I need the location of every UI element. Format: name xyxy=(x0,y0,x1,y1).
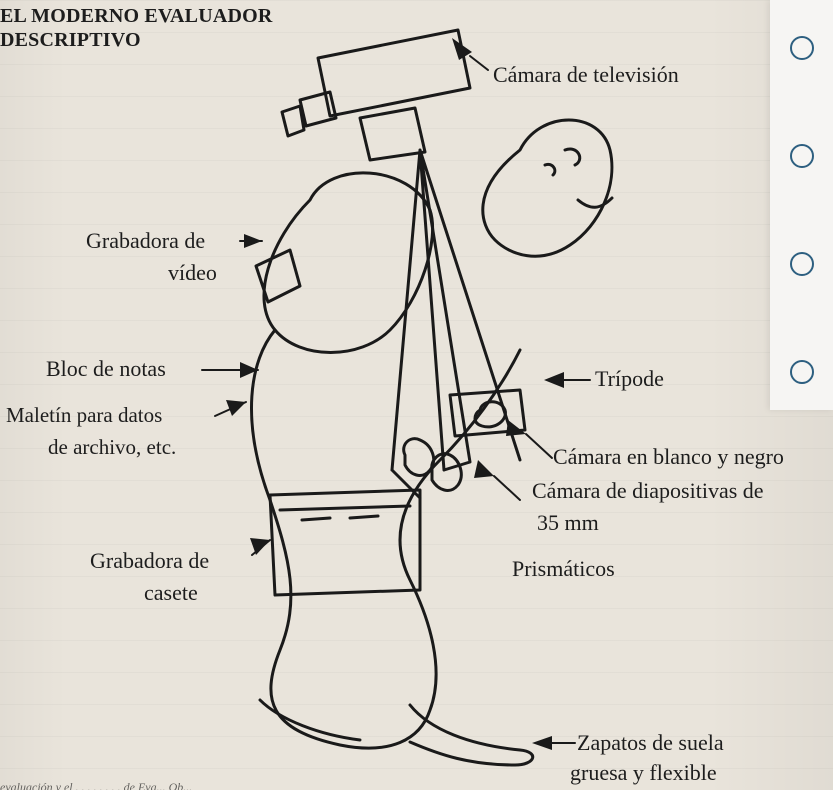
leader-camera-tv xyxy=(469,55,489,71)
leader-briefcase xyxy=(214,401,247,417)
arrow-notebook xyxy=(240,362,258,378)
arrow-slide-camera xyxy=(474,460,494,478)
page-title: EL MODERNO EVALUADOR DESCRIPTIVO xyxy=(0,4,273,52)
radio-button[interactable] xyxy=(790,144,814,168)
label-notebook: Bloc de notas xyxy=(46,356,166,381)
label-video-recorder-line-2: vídeo xyxy=(168,260,217,285)
label-bw-camera: Cámara en blanco y negro xyxy=(553,444,784,469)
arrow-briefcase xyxy=(226,400,246,416)
label-shoes-line-2: gruesa y flexible xyxy=(570,760,717,785)
backpack-icon xyxy=(254,171,435,354)
shoes-icon xyxy=(258,698,534,767)
label-cassette-line-1: Grabadora de xyxy=(90,548,210,573)
person-head xyxy=(481,118,614,258)
label-briefcase-line-1: Maletín para datos xyxy=(6,403,163,427)
arrow-video-recorder xyxy=(244,234,262,248)
label-camera-tv: Cámara de televisión xyxy=(493,62,679,87)
binoculars-icon xyxy=(402,437,463,492)
title-line-2: DESCRIPTIVO xyxy=(0,29,141,51)
label-slide-camera-line-2: 35 mm xyxy=(537,510,599,535)
tv-camera-icon xyxy=(280,28,472,162)
arrow-tripod xyxy=(544,372,564,388)
label-briefcase-line-2: de archivo, etc. xyxy=(48,435,177,459)
leader-bw-camera xyxy=(525,433,553,459)
radio-button[interactable] xyxy=(790,252,814,276)
bottom-caption: evaluación y el . . . . . . . . de Eva..… xyxy=(0,780,193,790)
label-shoes-line-1: Zapatos de suela xyxy=(577,730,724,755)
cassette-recorder-icon xyxy=(268,488,422,597)
title-line-1: EL MODERNO EVALUADOR xyxy=(0,5,273,27)
leader-slide-camera xyxy=(493,475,521,501)
label-tripod: Trípode xyxy=(595,366,664,391)
label-binoculars: Prismáticos xyxy=(512,556,615,581)
slide-camera-icon xyxy=(448,388,527,438)
label-cassette-line-2: casete xyxy=(144,580,198,605)
answer-options-panel xyxy=(770,0,833,410)
radio-button[interactable] xyxy=(790,360,814,384)
body-outline xyxy=(250,328,522,750)
radio-button[interactable] xyxy=(790,36,814,60)
arrow-shoes xyxy=(532,736,552,750)
arrow-camera-tv xyxy=(452,38,472,60)
arrow-bw-camera xyxy=(506,420,526,436)
leader-cassette xyxy=(251,539,271,556)
tripod-icon xyxy=(390,148,522,500)
label-video-recorder-line-1: Grabadora de xyxy=(86,228,206,253)
person-face-details xyxy=(543,147,614,209)
label-slide-camera-line-1: Cámara de diapositivas de xyxy=(532,478,764,503)
arrow-cassette xyxy=(250,538,270,555)
